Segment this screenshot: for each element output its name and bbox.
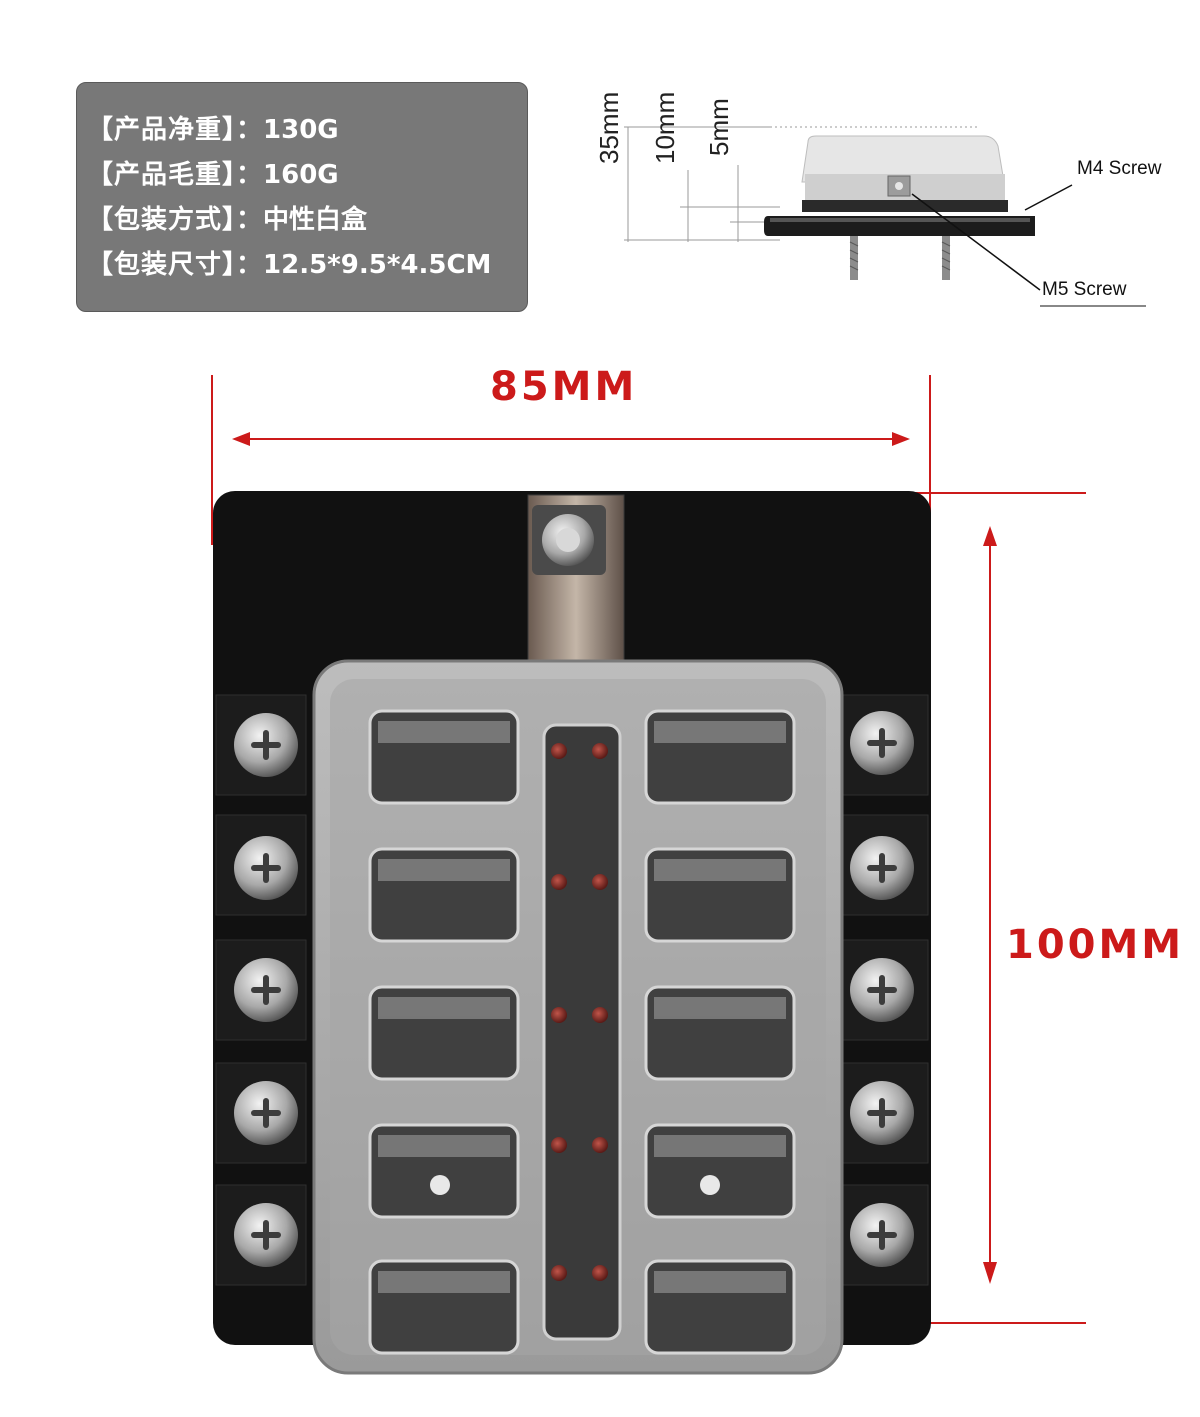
side-view-diagram: 35mm 10mm 5mm M4 Screw M5 Screw [580, 70, 1190, 320]
m5-label-underline [1040, 305, 1146, 307]
spec-gross-weight: 【产品毛重】：160G [87, 160, 339, 190]
fuse-box-product [210, 485, 950, 1385]
fuse-box-drawing [213, 491, 931, 1375]
m5-screw-label: M5 Screw [1042, 279, 1127, 300]
height-dimension-label: 100MM [1006, 922, 1185, 968]
width-dimension-label: 85MM [490, 364, 638, 410]
spec-panel: 【产品净重】：130G 【产品毛重】：160G 【包装方式】：中性白盒 【包装尺… [76, 82, 528, 312]
spec-packaging: 【包装方式】：中性白盒 [87, 205, 368, 235]
m4-screw-label: M4 Screw [1077, 158, 1162, 179]
spec-net-weight: 【产品净重】：130G [87, 115, 339, 145]
spec-package-size: 【包装尺寸】：12.5*9.5*4.5CM [87, 250, 492, 280]
side-view-drawing [624, 126, 1073, 291]
